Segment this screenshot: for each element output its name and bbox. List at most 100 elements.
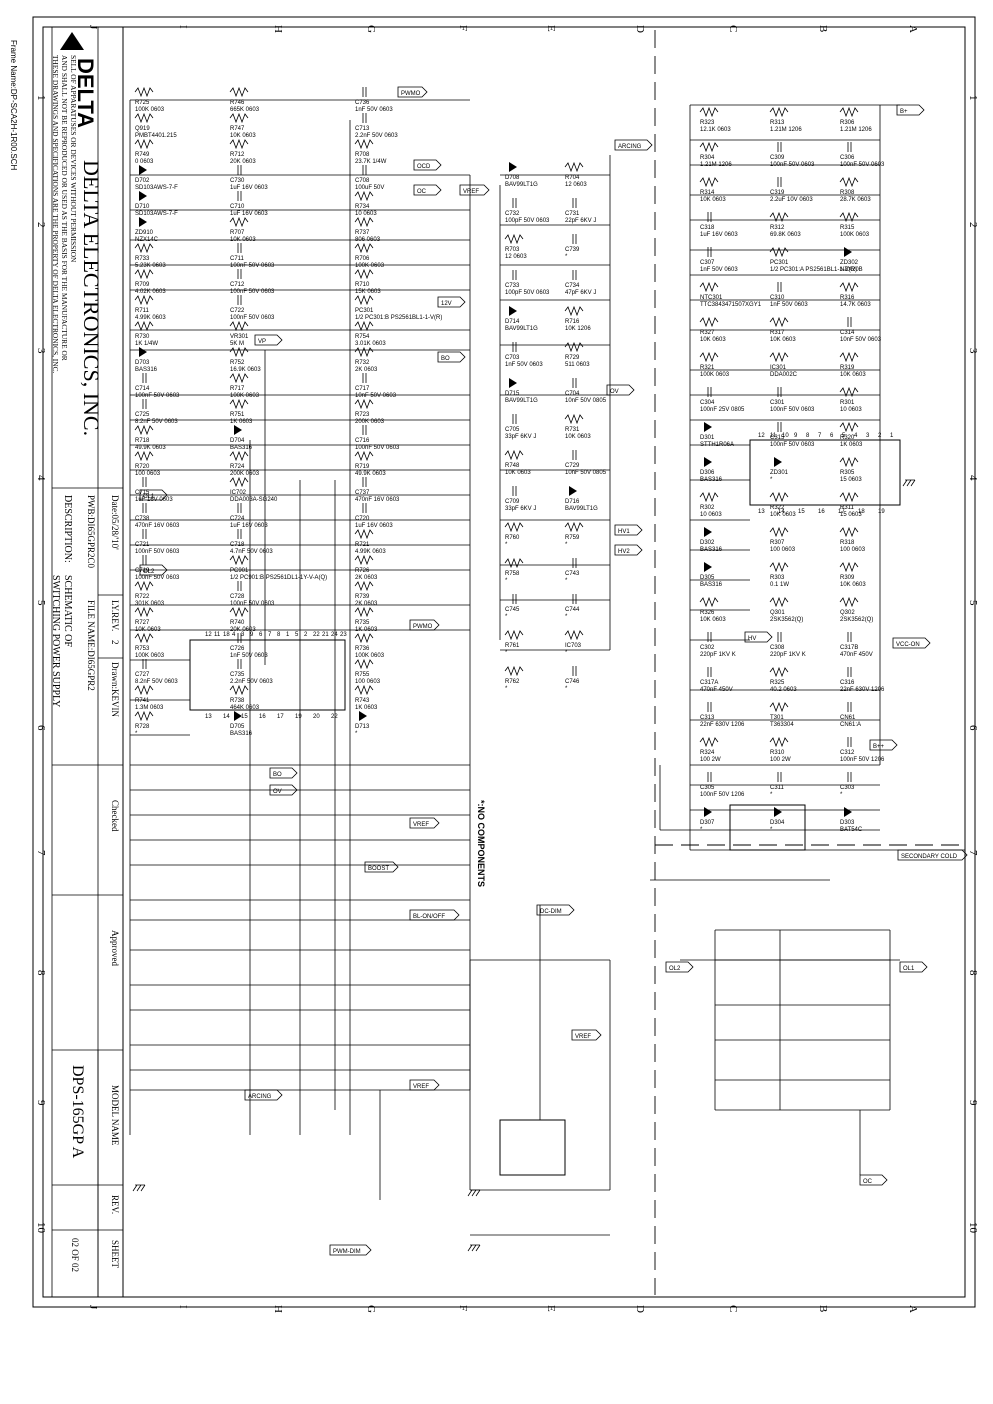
zone-row-A-bottom: A [907, 1305, 919, 1313]
port-label: B+ [900, 109, 908, 115]
logo-text: DELTA [73, 58, 98, 129]
left-ref-c725: C725 [135, 412, 150, 418]
left-ref-r728: R728 [135, 724, 150, 730]
right-val-r309: 10K 0603 [840, 582, 866, 588]
port-label: HV1 [618, 529, 630, 535]
left-ref-r720: R720 [135, 464, 150, 470]
right-val-c307: 1nF 50V 0603 [700, 267, 738, 273]
resistor-symbol [354, 138, 374, 150]
left-val-c712: 100nF 50V 0603 [230, 289, 275, 295]
left-val-r710: 15K 0603 [355, 289, 381, 295]
right-ref-c305: C305 [700, 785, 715, 791]
resistor-symbol [229, 216, 249, 228]
left-val-c738: 470nF 16V 0603 [135, 523, 180, 529]
zone-col-3-left: 3 [35, 348, 47, 354]
diode-symbol [844, 247, 852, 257]
resistor-symbol [134, 450, 154, 462]
right-val-ic301: DDA002C [770, 372, 798, 378]
right-val-r319: 10K 0603 [840, 372, 866, 378]
resistor-symbol [134, 268, 154, 280]
left-ref-c715: C715 [135, 490, 150, 496]
left-val-r735: 1K 0603 [355, 627, 378, 633]
resistor-symbol [769, 351, 789, 363]
right-val-c318: 1uF 16V 0603 [700, 232, 738, 238]
port-oc [859, 1174, 888, 1186]
port-dc-dim [536, 904, 575, 916]
port-label: VREF [575, 1034, 591, 1040]
mid-ref-c704: C704 [565, 391, 580, 397]
left-val-c736: 1nF 50V 0603 [355, 107, 393, 113]
left-val-r741: 1.3M 0603 [135, 705, 164, 711]
left-val-r733: 5.23K 0603 [135, 263, 166, 269]
ic301-pin-top: 3 [866, 433, 870, 439]
mid-ref-r760: R760 [505, 535, 520, 541]
right-val-r307: 100 0603 [770, 547, 796, 553]
zone-row-E-bottom: E [545, 1305, 557, 1312]
checked-label: Checked [110, 800, 120, 832]
left-val-r736: 100K 0603 [355, 653, 385, 659]
port-label: VREF [413, 822, 429, 828]
resistor-symbol [769, 526, 789, 538]
zone-col-4-right: 4 [967, 475, 979, 481]
mid-val-r731: 10K 0603 [565, 434, 591, 440]
right-ref-d305: D305 [700, 575, 715, 581]
left-val-d705: BAS316 [230, 731, 253, 737]
right-ref-c310: C310 [770, 295, 785, 301]
zone-row-J-top: J [87, 25, 99, 30]
ic301-pin-top: 10 [782, 433, 789, 439]
right-val-c314: 10nF 50V 0603 [840, 337, 882, 343]
left-ref-c738: C738 [135, 516, 150, 522]
resistor-symbol [699, 736, 719, 748]
port-vcc-on [892, 637, 931, 649]
resistor-symbol [134, 632, 154, 644]
left-ref-r724: R724 [230, 464, 245, 470]
left-ref-pc901: PC901 [230, 568, 249, 574]
left-val-r737: 806 0603 [355, 237, 381, 243]
notice-line-2: AND SHALL NOT BE REPRODUCED OR USED AS T… [60, 55, 69, 361]
diode-symbol [569, 486, 577, 496]
port-label: OV [610, 389, 619, 395]
resistor-symbol [769, 701, 789, 713]
resistor-symbol [504, 449, 524, 461]
resistor-symbol [354, 294, 374, 306]
port-pwmo [409, 619, 440, 631]
mid-val-d714: BAV99LT1G [505, 326, 538, 332]
left-ref-c726: C726 [230, 646, 245, 652]
resistor-symbol [354, 684, 374, 696]
resistor-symbol [839, 386, 859, 398]
right-ref-r306: R306 [840, 120, 855, 126]
model-name-label: MODEL NAME [110, 1085, 120, 1146]
resistor-symbol [354, 658, 374, 670]
mid-ref-c739: C739 [565, 247, 580, 253]
port-ocd [413, 159, 442, 171]
left-val-d704: BAS316 [230, 445, 253, 451]
resistor-symbol [229, 450, 249, 462]
left-val-c737: 470nF 16V 0603 [355, 497, 400, 503]
mid-val-ic703: * [565, 650, 568, 656]
right-ref-r319: R319 [840, 365, 855, 371]
left-ref-r711: R711 [135, 308, 150, 314]
left-val-r754: 3.01K 0603 [355, 341, 386, 347]
right-val-c315: 100nF 50V 0603 [770, 442, 815, 448]
left-ref-c711: C711 [230, 256, 245, 262]
zone-col-3-right: 3 [967, 348, 979, 354]
file-name: FILE NAME:DI65GPR2 [86, 600, 96, 691]
resistor-symbol [769, 316, 789, 328]
resistor-symbol [564, 341, 584, 353]
zone-row-F-top: F [457, 25, 469, 31]
mid-val-r759: * [565, 542, 568, 548]
resistor-symbol [354, 580, 374, 592]
right-val-c317b: 470nF 450V [840, 652, 873, 658]
left-ref-r747: R747 [230, 126, 245, 132]
right-ref-d302: D302 [700, 540, 715, 546]
mid-val-r762: * [505, 686, 508, 692]
ly-rev-label: LY.REV. [110, 600, 120, 632]
zone-col-6-right: 6 [967, 725, 979, 731]
company-name: DELTA ELECTRONICS, INC. [79, 160, 104, 437]
port-bl-on-off [409, 909, 460, 921]
left-ref-c721: C721 [135, 542, 150, 548]
left-val-r722: 301K 0603 [135, 601, 165, 607]
port-12v [437, 296, 466, 308]
